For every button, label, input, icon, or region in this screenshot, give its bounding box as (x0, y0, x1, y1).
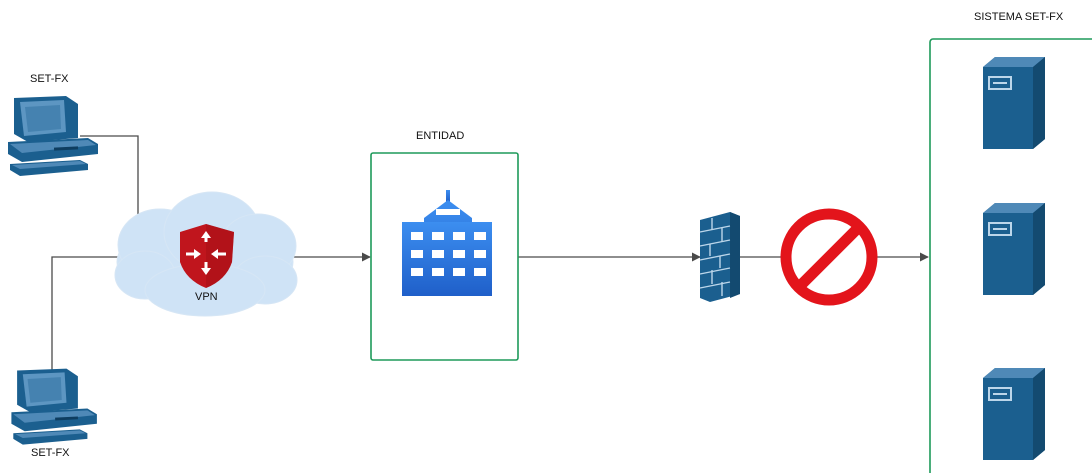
vpn-label: VPN (195, 291, 218, 303)
vpn-router-shield-icon (180, 224, 234, 288)
firewall-brick-wall-icon (699, 212, 740, 302)
office-building-icon (402, 190, 492, 296)
prohibited-sign-icon (780, 208, 878, 306)
workstation-top-label: SET-FX (30, 73, 69, 85)
sistema-box (929, 38, 1092, 473)
desktop-computer-icon (11, 368, 97, 445)
server-tower-icon (982, 56, 1046, 150)
server-tower-icon (982, 367, 1046, 461)
server-tower-icon (982, 202, 1046, 296)
vpn-cloud (114, 191, 298, 317)
entidad-label: ENTIDAD (416, 130, 465, 142)
workstation-bottom (11, 368, 97, 445)
sistema-label: SISTEMA SET-FX (974, 11, 1064, 23)
workstation-bottom-label: SET-FX (31, 447, 70, 459)
entidad-box (370, 152, 519, 361)
